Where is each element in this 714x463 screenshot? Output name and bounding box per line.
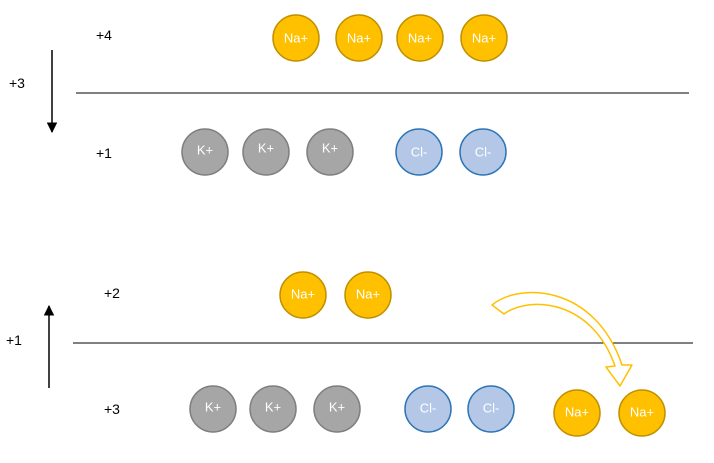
- potassium-ion: K+: [249, 385, 297, 433]
- ion-label: Na+: [408, 31, 432, 46]
- potassium-ion: K+: [181, 128, 229, 176]
- panel-1: +4 +3 +1 Na+ Na+ Na+ Na+ K+ K+: [9, 14, 689, 176]
- ion-label: Cl-: [420, 401, 437, 416]
- panel-2-top-count: +2: [104, 285, 120, 301]
- potassium-ion: K+: [242, 128, 290, 176]
- curved-movement-arrow: [491, 291, 633, 387]
- sodium-ion: Na+: [335, 14, 383, 62]
- chloride-ion: Cl-: [395, 128, 443, 176]
- ion-label: K+: [322, 141, 338, 156]
- ion-label: Cl-: [483, 401, 500, 416]
- potassium-ion: K+: [313, 385, 361, 433]
- ion-label: Na+: [347, 31, 371, 46]
- potassium-ion: K+: [189, 385, 237, 433]
- ion-label: Na+: [472, 31, 496, 46]
- ion-label: K+: [258, 141, 274, 156]
- panel-1-net-label: +3: [9, 75, 25, 91]
- sodium-ion: Na+: [279, 271, 327, 319]
- ion-label: Cl-: [475, 145, 492, 160]
- ion-label: Na+: [565, 405, 589, 420]
- ion-label: K+: [205, 400, 221, 415]
- sodium-ion: Na+: [396, 14, 444, 62]
- panel-1-bottom-count: +1: [96, 145, 112, 161]
- ion-label: Na+: [356, 287, 380, 302]
- potassium-ion: K+: [306, 128, 354, 176]
- panel-2-bottom-count: +3: [104, 401, 120, 417]
- chloride-ion: Cl-: [459, 128, 507, 176]
- ion-label: K+: [329, 400, 345, 415]
- panel-2-net-label: +1: [6, 332, 22, 348]
- sodium-ion: Na+: [460, 14, 508, 62]
- panel-2: +2 +1 +3 Na+ Na+ K+ K+ K+ Cl-: [6, 271, 693, 437]
- sodium-ion: Na+: [553, 389, 601, 437]
- panel-1-top-count: +4: [96, 27, 112, 43]
- ion-label: Na+: [630, 405, 654, 420]
- chloride-ion: Cl-: [404, 385, 452, 433]
- ion-label: Na+: [284, 31, 308, 46]
- ion-label: Na+: [291, 287, 315, 302]
- sodium-ion: Na+: [272, 14, 320, 62]
- sodium-ion: Na+: [344, 271, 392, 319]
- chloride-ion: Cl-: [467, 385, 515, 433]
- ion-label: K+: [197, 143, 213, 158]
- ion-label: Cl-: [411, 145, 428, 160]
- ion-label: K+: [265, 400, 281, 415]
- sodium-ion: Na+: [618, 389, 666, 437]
